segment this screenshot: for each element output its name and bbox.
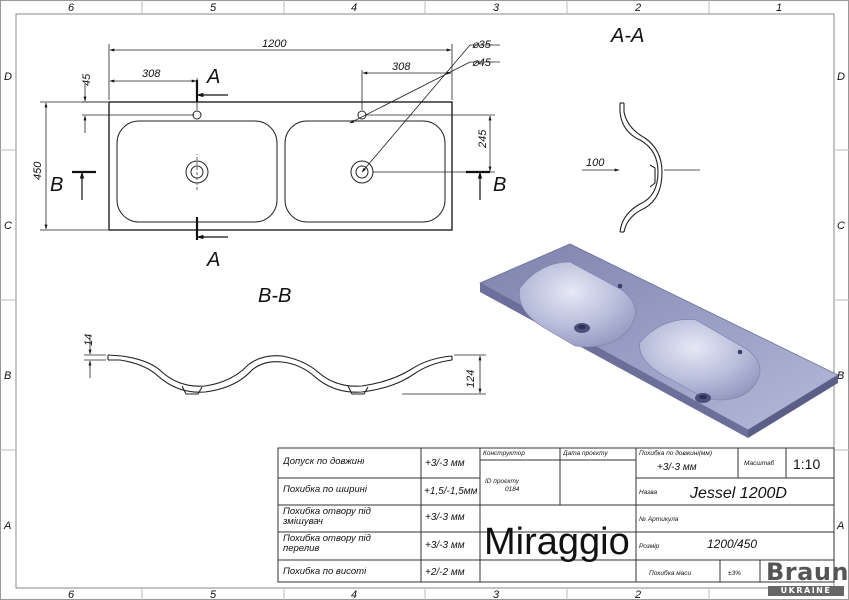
brauni-country-text: UKRAINE	[768, 586, 844, 596]
section-marker-b-right: B	[493, 174, 506, 196]
col-label-3: 3	[493, 2, 500, 14]
col-label-2: 2	[634, 2, 641, 14]
tolerance-row-width-value: +1,5/-1,5мм	[424, 486, 478, 497]
section-aa-profile	[619, 102, 663, 233]
row-label-d: D	[4, 71, 12, 83]
project-date-label: Дата проєкту	[563, 450, 608, 457]
dim-overall-length: 1200	[262, 38, 287, 50]
section-marker-a-bottom: A	[206, 249, 220, 271]
dim-hole-to-drain: 245	[477, 129, 489, 149]
mass-tolerance-value: ±3%	[728, 570, 741, 577]
section-bb-title: B-B	[258, 285, 291, 307]
row-label-a-right: A	[836, 520, 844, 532]
constructor-label: Конструктор	[483, 450, 525, 457]
top-view	[108, 101, 453, 231]
col-label-5: 5	[210, 2, 217, 14]
tolerance-row-overflow-hole-value: +3/-3 мм	[425, 540, 465, 551]
col-label-6: 6	[68, 2, 75, 14]
section-marker-a-top: A	[206, 66, 220, 88]
project-id-value: 0184	[505, 486, 520, 493]
row-label-d-right: D	[837, 71, 845, 83]
size-value: 1200/450	[707, 537, 758, 551]
tolerance-row-length-label: Допуск по довжині	[283, 457, 365, 467]
dim-hole-diameter-35: ⌀35	[472, 39, 492, 51]
dim-side-depth: 100	[586, 157, 605, 169]
title-block-grid	[277, 447, 835, 583]
section-markers	[72, 80, 490, 240]
col-label-3-bottom: 3	[493, 589, 500, 600]
product-name-label: Назва	[639, 489, 658, 496]
tolerance-row-height-value: +2/-2 мм	[425, 567, 465, 578]
scale-label: Масштаб	[744, 460, 775, 467]
section-bb-dimensions	[84, 338, 486, 395]
col-label-4: 4	[351, 2, 357, 14]
tolerance-row-height-label: Похибка по висоті	[283, 567, 367, 577]
brauni-watermark: Brauni UKRAINE	[764, 558, 849, 600]
col-label-2-bottom: 2	[634, 589, 641, 600]
tolerance-row-mixer-hole-value: +3/-3 мм	[425, 512, 465, 523]
tolerance-row-mixer-hole-label: Похибка отвору під змішувач	[283, 507, 371, 527]
dim-rim-thickness: 14	[83, 334, 95, 346]
product-name-value: Jessel 1200D	[690, 485, 787, 502]
dim-hole-diameter-45: ⌀45	[472, 57, 492, 69]
row-label-c: C	[4, 220, 12, 232]
section-bb-profile	[107, 354, 453, 395]
dim-hole-offset-left: 308	[142, 68, 161, 80]
project-id-label: ID проєкту	[485, 478, 519, 485]
article-number-label: № Артикула	[639, 516, 679, 523]
col-label-4-bottom: 4	[351, 589, 357, 600]
dim-edge-offset: 45	[81, 73, 93, 86]
length-tolerance-label: Похибка по довжині(мм)	[639, 450, 712, 457]
row-label-b: B	[4, 370, 11, 382]
col-label-1: 1	[776, 2, 782, 14]
dim-hole-offset-right: 308	[392, 61, 411, 73]
section-marker-b-left: B	[50, 174, 63, 196]
section-aa-title: A-A	[610, 25, 644, 47]
manufacturer-name: Miraggio	[484, 521, 630, 563]
tolerance-row-length-value: +3/-3 мм	[425, 458, 465, 469]
row-label-a: A	[3, 520, 11, 532]
size-label: Розмір	[639, 543, 660, 550]
col-label-6-bottom: 6	[68, 589, 75, 600]
length-tolerance-value: +3/-3 мм	[657, 462, 697, 473]
tolerance-row-width-label: Похибка по ширині	[283, 485, 367, 495]
tolerance-row-overflow-hole-label: Похибка отвору під перелив	[283, 534, 371, 554]
row-label-c-right: C	[837, 220, 845, 232]
col-label-5-bottom: 5	[210, 589, 217, 600]
dim-bowl-depth: 124	[465, 370, 477, 388]
brauni-logo-text: Brauni	[766, 558, 849, 586]
mass-tolerance-label: Похибка маси	[649, 570, 692, 577]
row-label-b-right: B	[837, 370, 844, 382]
sink-3d-render	[479, 243, 839, 438]
dim-width: 450	[32, 161, 44, 180]
scale-value: 1:10	[793, 456, 821, 472]
